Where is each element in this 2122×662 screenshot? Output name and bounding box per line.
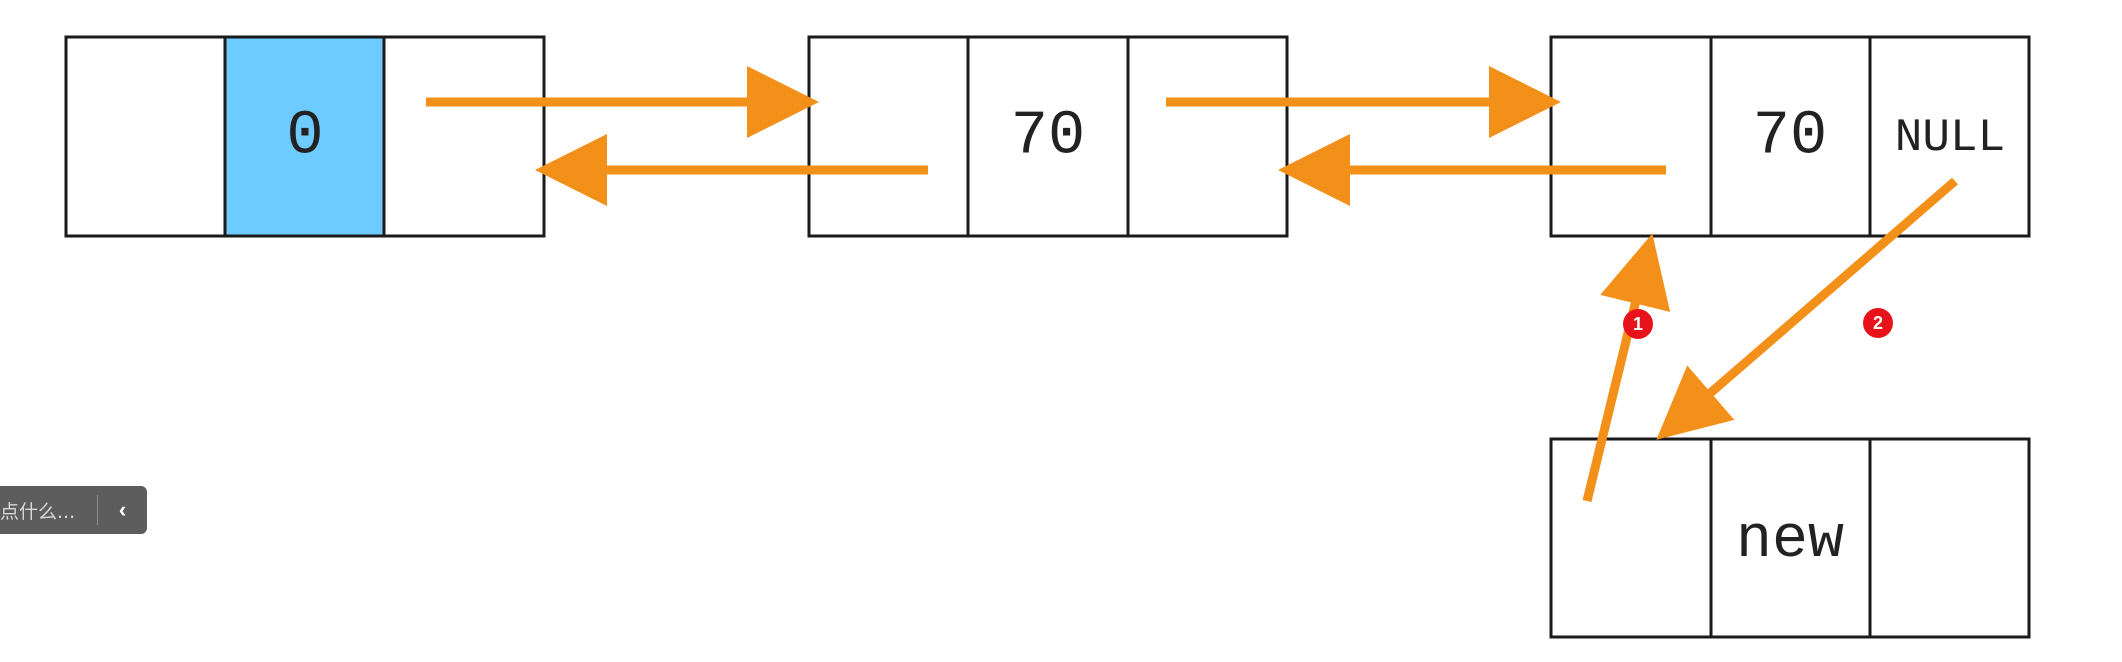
node-3-next-cell [1868, 35, 2031, 238]
step-badge-2: 2 [1863, 308, 1893, 338]
node-2: 70 [807, 35, 1289, 238]
node-3-value-cell [1709, 35, 1872, 238]
chevron-left-icon[interactable]: ‹ [118, 497, 127, 522]
node-1-prev-cell [64, 35, 227, 238]
arrow-node3-prev-to-new [1656, 177, 1958, 440]
node-1-value-cell [223, 35, 386, 238]
step-badge-1-label: 1 [1633, 314, 1643, 334]
side-tool-hint[interactable]: 点什么... [0, 500, 76, 523]
node-2-value: 70 [1011, 100, 1085, 171]
node-new-value-cell [1709, 437, 1872, 639]
node-3: 70 NULL [1549, 35, 2031, 238]
arrow-new-next-to-node3 [1582, 233, 1671, 503]
node-1-next-cell [382, 35, 546, 238]
node-2-value-cell [966, 35, 1130, 238]
node-1-value: 0 [286, 100, 323, 171]
step-badge-1-circle [1623, 309, 1653, 339]
node-new-prev-cell [1549, 437, 1713, 639]
node-new-next-cell [1868, 437, 2031, 639]
node-2-prev-cell [807, 35, 970, 238]
node-3-prev-cell [1549, 35, 1713, 238]
node-3-value: 70 [1753, 100, 1827, 171]
side-tool-panel[interactable]: 点什么... ‹ [0, 486, 147, 534]
step-badge-1: 1 [1623, 309, 1653, 339]
node-3-next-null: NULL [1895, 112, 2005, 164]
node-2-next-cell [1126, 35, 1289, 238]
node-1: 0 [64, 35, 546, 238]
step-badge-2-circle [1863, 308, 1893, 338]
step-badge-2-label: 2 [1873, 313, 1883, 333]
pointer-arrows [426, 66, 1958, 503]
node-new-value: new [1736, 507, 1844, 575]
node-new: new [1549, 437, 2031, 639]
side-tool-divider [97, 495, 98, 525]
